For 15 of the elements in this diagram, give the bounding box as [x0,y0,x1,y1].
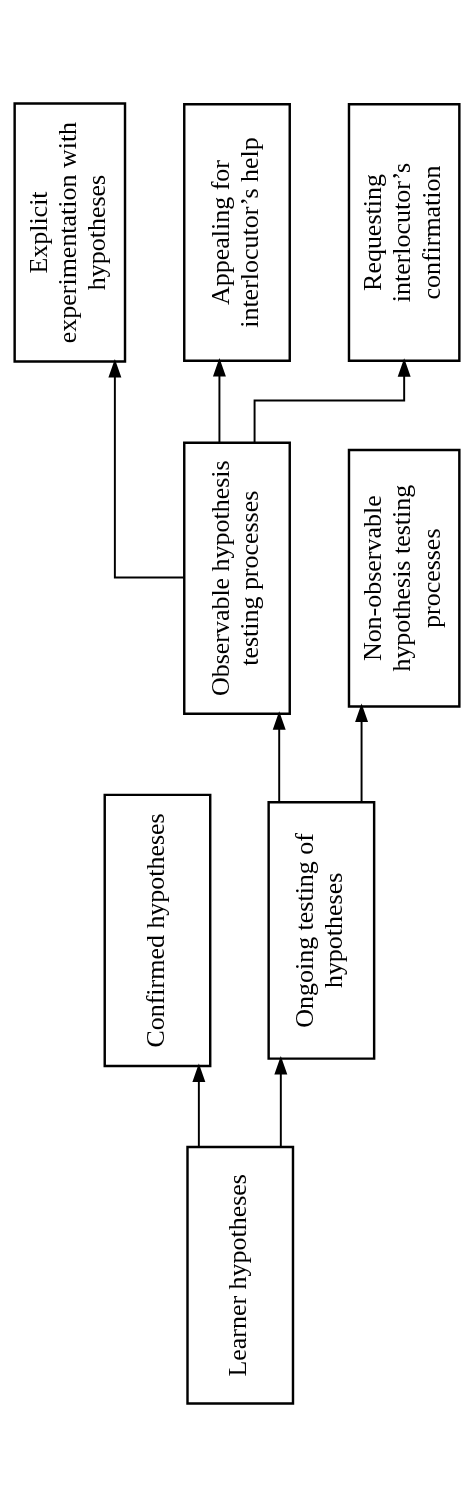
node-box: Appealing for interlocutor’s help [183,102,291,362]
node-box: Learner hypotheses [186,1145,295,1405]
node-box: Observable hypothesis testing processes [183,441,291,715]
arrow [108,358,185,578]
node-box: Ongoing testing of hypotheses [267,800,376,1060]
arrow [274,1055,288,1148]
arrow [192,1063,206,1148]
arrow [355,703,369,803]
arrow [253,357,411,444]
node-box: Confirmed hypotheses [103,793,212,1067]
arrow [272,710,286,803]
node-box: Requesting interlocutor’s confirmation [347,102,461,362]
node-box: Non-observable hypothesis testing processes [347,448,461,708]
arrow [212,357,226,444]
node-box: Explicit experimentation with hypotheses [13,101,127,363]
